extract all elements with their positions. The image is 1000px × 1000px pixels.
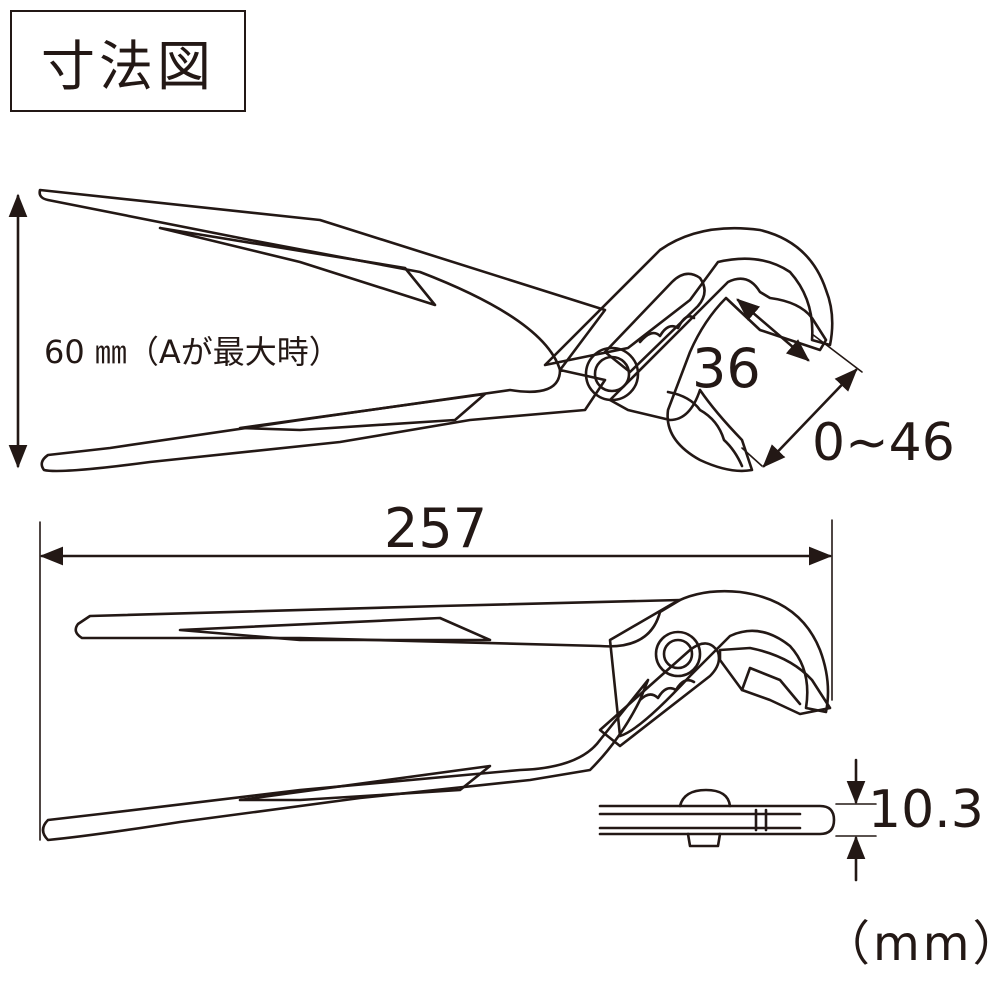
upper-grip-closed bbox=[178, 616, 492, 642]
overall-length-label: 257 bbox=[384, 497, 488, 560]
lower-handle-grip bbox=[238, 392, 487, 432]
max-opening-label: 60 ㎜（Aが最大時） bbox=[44, 333, 341, 371]
pivot-bolt bbox=[584, 346, 640, 402]
pliers-side-view bbox=[598, 788, 836, 848]
pliers-closed-view bbox=[41, 589, 832, 842]
range-dimension-line bbox=[762, 368, 858, 468]
slot-teeth-closed bbox=[638, 678, 696, 702]
jaw-frame-closed bbox=[608, 589, 830, 738]
adjust-slot bbox=[603, 272, 706, 374]
upper-handle-grip bbox=[158, 226, 437, 307]
pliers-open-view bbox=[38, 188, 834, 473]
lower-jaw-teeth bbox=[666, 390, 744, 468]
lower-handle-closed bbox=[41, 678, 650, 842]
thickness-label: 10.3 bbox=[868, 780, 984, 840]
lower-handle bbox=[40, 368, 607, 473]
slot-teeth bbox=[638, 315, 696, 344]
lower-jaw-closed bbox=[718, 646, 832, 716]
adjust-range-label: 0~46 bbox=[812, 413, 955, 473]
jaw-dimension-line bbox=[736, 298, 810, 362]
upper-jaw-frame bbox=[543, 226, 834, 367]
title-box: 寸法図 bbox=[10, 10, 246, 112]
unit-label: （mm） bbox=[822, 916, 1000, 972]
diagram-title: 寸法図 bbox=[41, 34, 215, 98]
lower-grip-closed bbox=[238, 764, 492, 802]
pivot-bolt-closed bbox=[654, 630, 702, 678]
jaw-width-label: 36 bbox=[692, 337, 761, 400]
